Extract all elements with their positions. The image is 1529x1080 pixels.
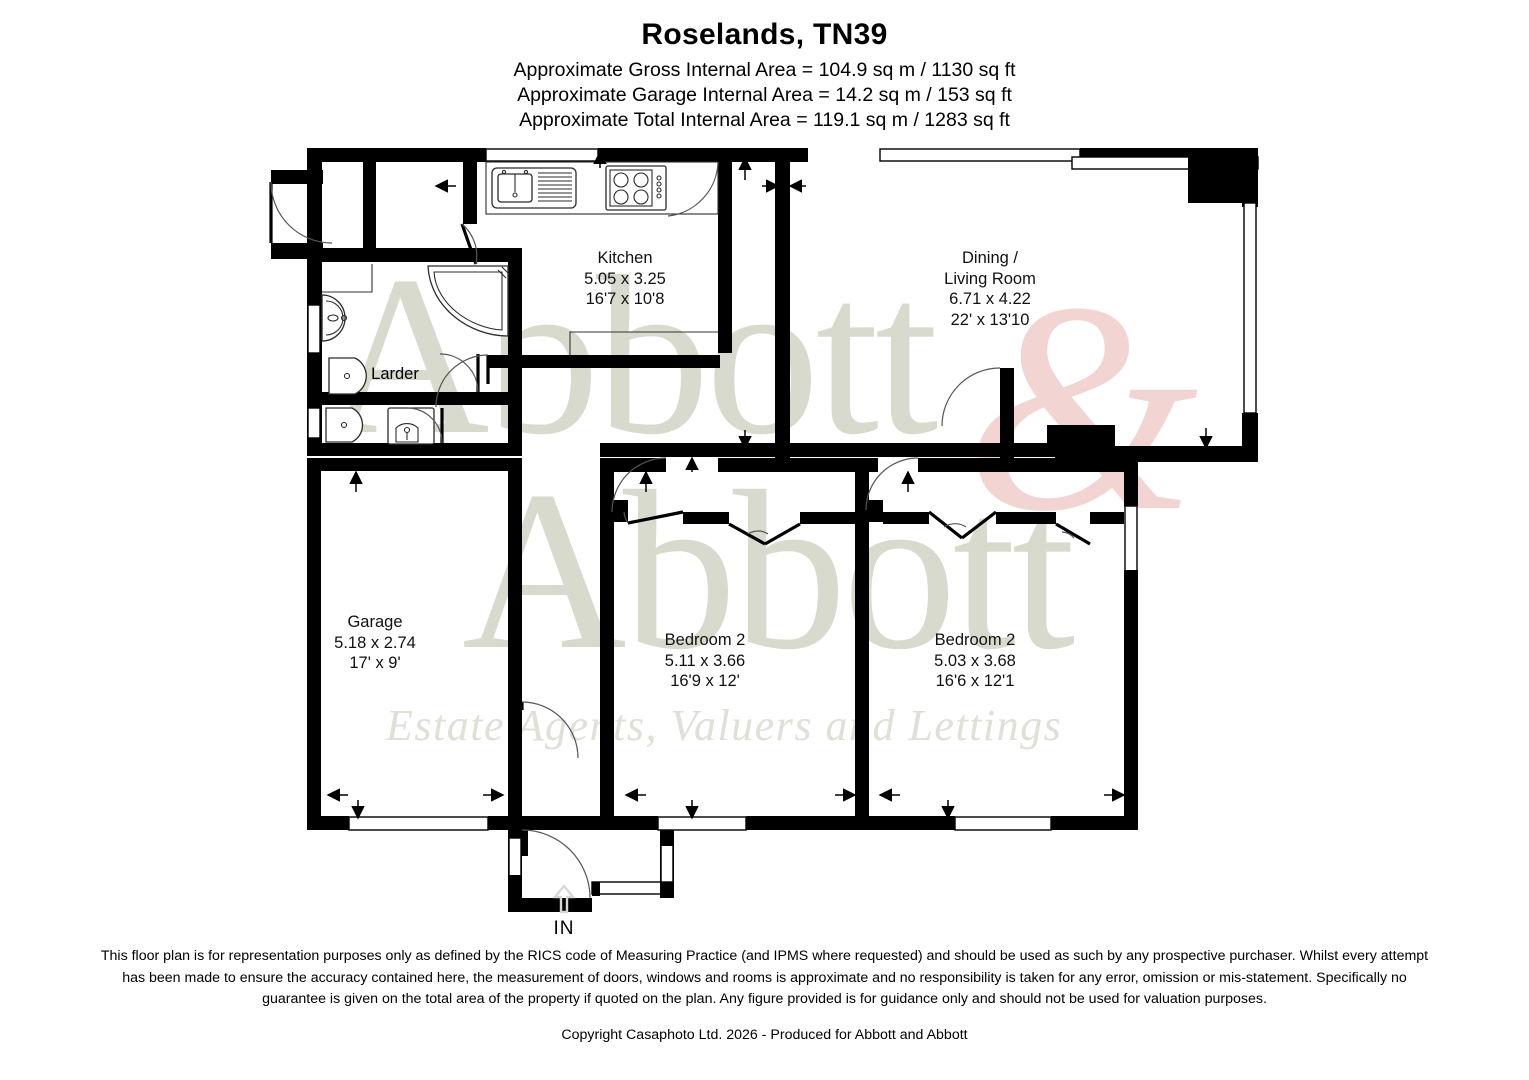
room-metric: 5.11 x 3.66 xyxy=(664,651,746,670)
room-imperial: 16'6 x 12'1 xyxy=(935,672,1015,690)
room-name: Kitchen xyxy=(597,249,653,267)
room-name-2: Living Room xyxy=(944,269,1036,288)
room-name: Bedroom 2 xyxy=(934,631,1016,649)
page-title: Roselands, TN39 xyxy=(641,18,888,51)
room-imperial: 16'7 x 10'8 xyxy=(585,290,665,308)
copyright-text: Copyright Casaphoto Ltd. 2026 - Produced… xyxy=(561,1026,968,1043)
floor-plan: Abbott Abbott & Estate Agents, Valuers a… xyxy=(0,140,1529,940)
up-arrow-icon xyxy=(553,884,575,914)
room-metric: 6.71 x 4.22 xyxy=(949,290,1031,308)
room-imperial: 17' x 9' xyxy=(349,654,401,672)
room-label-kitchen: Kitchen 5.05 x 3.25 16'7 x 10'8 xyxy=(535,248,715,310)
gross-area-line: Approximate Gross Internal Area = 104.9 … xyxy=(513,59,1016,81)
plan-header: Roselands, TN39 Approximate Gross Intern… xyxy=(0,18,1529,133)
entrance-marker: IN xyxy=(524,884,604,940)
room-label-bedroom-left: Bedroom 2 5.11 x 3.66 16'9 x 12' xyxy=(615,630,795,692)
room-metric: 5.05 x 3.25 xyxy=(584,269,666,288)
room-label-larder: Larder xyxy=(371,365,419,383)
total-area-line: Approximate Total Internal Area = 119.1 … xyxy=(519,109,1010,131)
plan-footer: This floor plan is for representation pu… xyxy=(0,946,1529,1046)
room-label-dining-living: Dining / Living Room 6.71 x 4.22 22' x 1… xyxy=(880,248,1100,330)
room-metric: 5.03 x 3.68 xyxy=(934,651,1016,670)
room-label-garage: Garage 5.18 x 2.74 17' x 9' xyxy=(285,612,465,674)
entrance-label: IN xyxy=(553,918,575,939)
room-imperial: 22' x 13'10 xyxy=(950,310,1030,329)
disclaimer-text: This floor plan is for representation pu… xyxy=(100,948,1429,1007)
garage-area-line: Approximate Garage Internal Area = 14.2 … xyxy=(517,84,1012,106)
room-imperial: 16'9 x 12' xyxy=(670,672,740,690)
room-label-bedroom-right: Bedroom 2 5.03 x 3.68 16'6 x 12'1 xyxy=(885,630,1065,692)
room-name: Bedroom 2 xyxy=(664,631,746,649)
room-name: Dining / xyxy=(962,249,1018,267)
floor-plan-linework: .w{fill:#000;} /* solid wall */ .win{fil… xyxy=(269,148,1259,912)
room-name: Garage xyxy=(347,613,403,631)
room-metric: 5.18 x 2.74 xyxy=(334,633,416,652)
